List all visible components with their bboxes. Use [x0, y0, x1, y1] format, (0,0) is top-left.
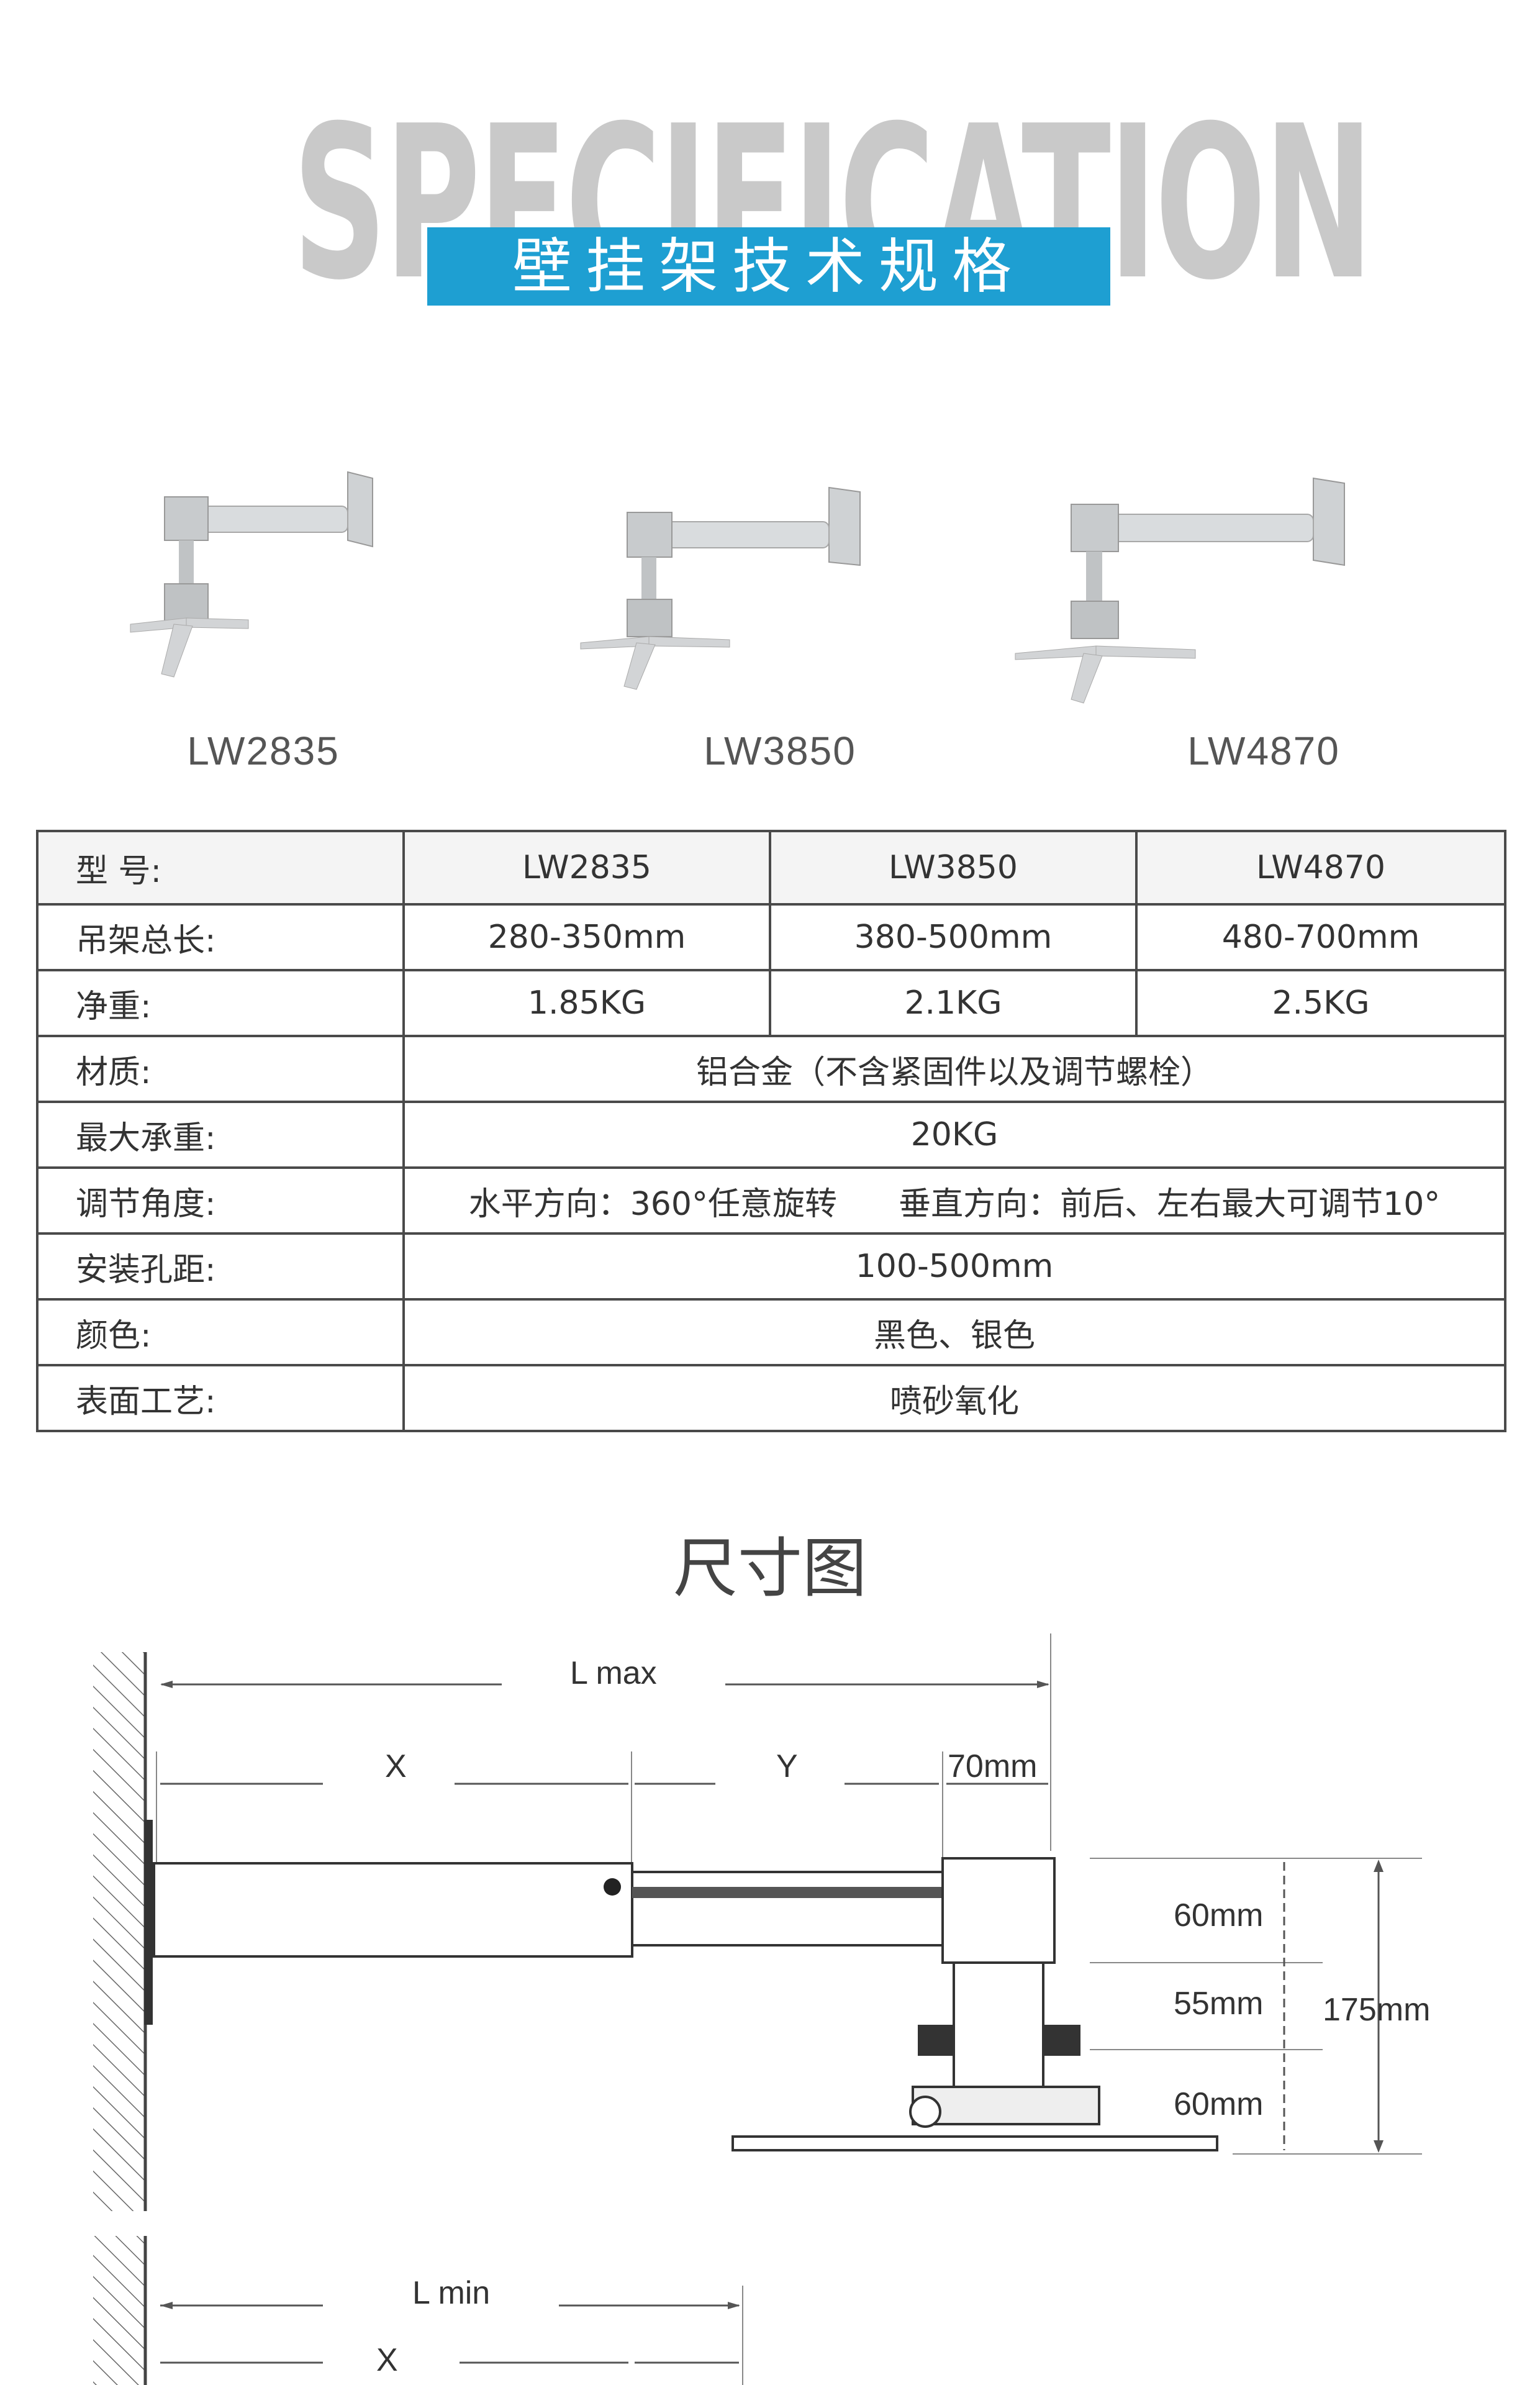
table-cell: 黑色、银色 — [402, 1298, 1506, 1366]
product-label-lw3850: LW3850 — [704, 729, 856, 773]
table-cell: 铝合金（不含紧固件以及调节螺栓） — [402, 1035, 1506, 1103]
dimension-drawing — [93, 1633, 1422, 2385]
label-60mm-top: 60mm — [1174, 1897, 1264, 1933]
table-row-angle: 调节角度: 水平方向：360°任意旋转 垂直方向：前后、左右最大可调节10° — [36, 1166, 1506, 1235]
table-cell: 100-500mm — [402, 1232, 1506, 1301]
model-header-cell: LW2835 — [402, 830, 771, 906]
product-image-lw3850 — [580, 486, 861, 690]
label-x-min: X — [376, 2342, 398, 2378]
row-label: 调节角度: — [36, 1166, 405, 1235]
label-x: X — [385, 1748, 407, 1784]
table-cell: 2.5KG — [1135, 969, 1506, 1037]
row-label: 安装孔距: — [36, 1232, 405, 1301]
row-label: 颜色: — [36, 1298, 405, 1366]
table-cell: 水平方向：360°任意旋转 垂直方向：前后、左右最大可调节10° — [402, 1166, 1506, 1235]
product-label-lw2835: LW2835 — [187, 729, 340, 773]
row-label: 表面工艺: — [36, 1364, 405, 1432]
row-label: 吊架总长: — [36, 903, 405, 971]
table-cell: 20KG — [402, 1101, 1506, 1169]
table-row-finish: 表面工艺: 喷砂氧化 — [36, 1364, 1506, 1432]
table-cell: 1.85KG — [402, 969, 771, 1037]
table-row-hole-spacing: 安装孔距: 100-500mm — [36, 1232, 1506, 1301]
label-lmax: L max — [570, 1655, 657, 1691]
row-label: 最大承重: — [36, 1101, 405, 1169]
label-70mm: 70mm — [948, 1748, 1038, 1784]
table-cell: 喷砂氧化 — [402, 1364, 1506, 1432]
row-label: 型 号: — [36, 830, 405, 906]
table-cell: 2.1KG — [769, 969, 1138, 1037]
model-header-cell: LW3850 — [769, 830, 1138, 906]
label-175mm: 175mm — [1323, 1992, 1431, 2028]
table-row-weight: 净重: 1.85KG 2.1KG 2.5KG — [36, 969, 1506, 1037]
product-image-lw2835 — [130, 471, 373, 678]
label-60mm-bottom: 60mm — [1174, 2086, 1264, 2122]
table-row-color: 颜色: 黑色、银色 — [36, 1298, 1506, 1366]
model-header-cell: LW4870 — [1135, 830, 1506, 906]
label-y: Y — [776, 1748, 798, 1784]
row-label: 材质: — [36, 1035, 405, 1103]
table-cell: 380-500mm — [769, 903, 1138, 971]
product-label-lw4870: LW4870 — [1187, 729, 1340, 773]
spec-table: 型 号: LW2835 LW3850 LW4870 吊架总长: 280-350m… — [36, 830, 1506, 1432]
product-image-lw4870 — [1015, 477, 1345, 704]
row-label: 净重: — [36, 969, 405, 1037]
label-55mm: 55mm — [1174, 1986, 1264, 2022]
table-cell: 280-350mm — [402, 903, 771, 971]
table-row-model: 型 号: LW2835 LW3850 LW4870 — [36, 830, 1506, 906]
table-row-length: 吊架总长: 280-350mm 380-500mm 480-700mm — [36, 903, 1506, 971]
label-lmin: L min — [412, 2275, 491, 2311]
spec-banner: 壁挂架技术规格 — [427, 227, 1110, 306]
dimension-title: 尺寸图 — [673, 1530, 867, 1606]
table-row-material: 材质: 铝合金（不含紧固件以及调节螺栓） — [36, 1035, 1506, 1103]
table-row-max-load: 最大承重: 20KG — [36, 1101, 1506, 1169]
table-cell: 480-700mm — [1135, 903, 1506, 971]
